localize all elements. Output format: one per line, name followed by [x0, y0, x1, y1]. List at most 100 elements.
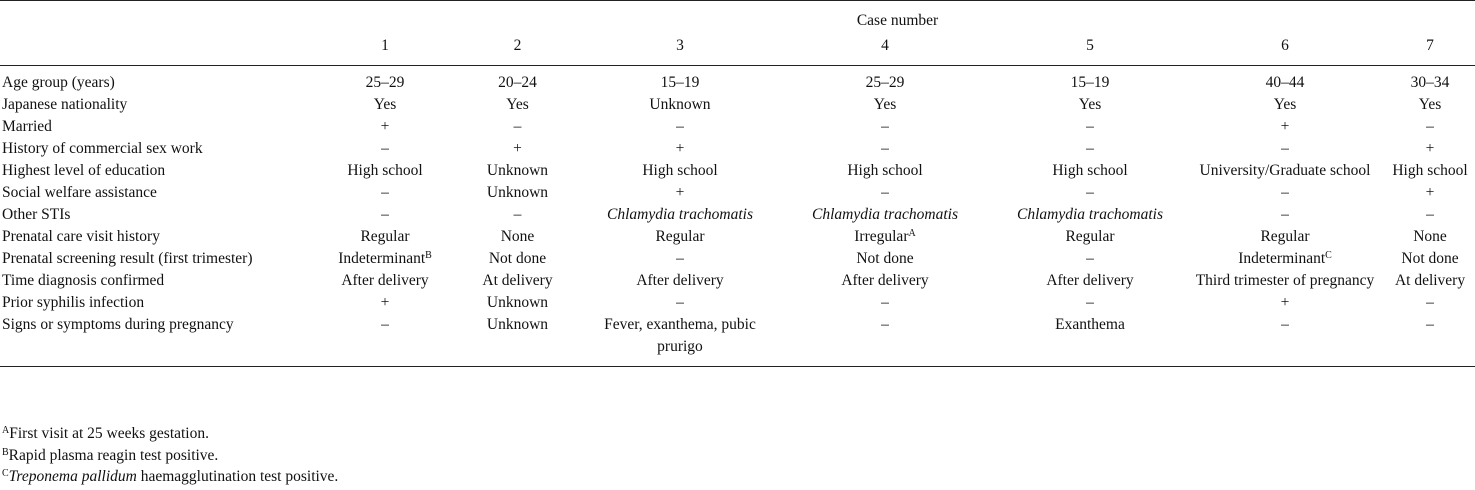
table-cell: –	[1086, 250, 1094, 267]
header-empty-cell	[0, 32, 320, 66]
table-cell: –	[513, 206, 522, 223]
table-cell: Yes	[1418, 96, 1442, 113]
table-cell: Regular	[360, 228, 410, 245]
table-cell: Yes	[1078, 96, 1102, 113]
header-empty-cell	[0, 0, 320, 32]
table-cell: Exanthema	[995, 314, 1185, 367]
table-cell: Not done	[488, 250, 547, 267]
table-cell: –	[381, 206, 389, 223]
table-cell: High school	[347, 162, 423, 179]
table-row: Signs or symptoms during pregnancy – Unk…	[0, 314, 1475, 367]
table-cell: +	[1425, 140, 1435, 157]
table-cell: IndeterminantC	[1185, 248, 1385, 270]
table-cell: –	[881, 184, 889, 201]
table-cell: +	[1280, 294, 1290, 311]
footnote-mark: C	[2, 468, 9, 479]
table-cell: +	[380, 118, 390, 135]
table-cell: Regular	[1065, 228, 1115, 245]
footnote-mark: A	[2, 425, 10, 436]
table-cell: –	[676, 250, 684, 267]
table-cell: After delivery	[841, 272, 929, 289]
table-header: Case number 1 2 3 4 5 6 7	[0, 0, 1475, 66]
case-number-heading: Case number	[320, 0, 1475, 32]
table-cell: Yes	[1273, 96, 1297, 113]
case-3-header: 3	[585, 32, 775, 66]
table-cell: Third trimester of pregnancy	[1195, 272, 1375, 289]
table-cell: After delivery	[636, 272, 724, 289]
cell-text: Indeterminant	[1238, 250, 1326, 267]
row-label: Signs or symptoms during pregnancy	[0, 314, 320, 367]
cell-text: Indeterminant	[338, 250, 426, 267]
table-cell: At delivery	[1394, 272, 1466, 289]
table-cell: Yes	[506, 96, 529, 113]
table-row: Social welfare assistance – Unknown + – …	[0, 182, 1475, 204]
row-label: Japanese nationality	[2, 96, 128, 113]
table-cell: –	[1086, 184, 1094, 201]
footnote-a: AFirst visit at 25 weeks gestation.	[2, 423, 338, 445]
footnote-text: Rapid plasma reagin test positive.	[8, 446, 219, 464]
table-cell: After delivery	[1046, 272, 1134, 289]
row-label: Social welfare assistance	[2, 184, 157, 201]
table-cell: –	[513, 118, 522, 135]
table-cell: –	[881, 140, 889, 157]
table-row: Married + – – – – + –	[0, 116, 1475, 138]
table-cell: –	[676, 294, 684, 311]
table-cell: –	[1281, 184, 1289, 201]
table-cell: After delivery	[341, 272, 429, 289]
row-label: Highest level of education	[2, 162, 166, 179]
case-6-header: 6	[1185, 32, 1385, 66]
table-row: Time diagnosis confirmed After delivery …	[0, 270, 1475, 292]
case-2-header: 2	[450, 32, 585, 66]
table-cell: 30–34	[1410, 74, 1450, 91]
table-cell: Unknown	[649, 96, 711, 113]
table-cell: High school	[642, 162, 718, 179]
table-cell: –	[1281, 140, 1289, 157]
table-cell: 25–29	[865, 74, 905, 91]
table-cell: –	[775, 314, 995, 367]
table-row: Prior syphilis infection + Unknown – – –…	[0, 292, 1475, 314]
table-cell: –	[881, 118, 889, 135]
table-cell: –	[1086, 294, 1094, 311]
table-cell: High school	[1392, 162, 1468, 179]
table-cell: Yes	[873, 96, 897, 113]
table-cell: +	[1280, 118, 1290, 135]
table-cell: –	[881, 294, 889, 311]
footnote-b: BRapid plasma reagin test positive.	[2, 445, 338, 467]
table-cell: –	[1086, 140, 1094, 157]
footnote-mark: B	[2, 446, 9, 458]
table-cell: High school	[847, 162, 923, 179]
table-cell: –	[1426, 294, 1434, 311]
table-cell: Not done	[856, 250, 914, 267]
table-cell: 40–44	[1265, 74, 1305, 91]
table-cell: –	[381, 140, 389, 157]
footnote-italic-text: Treponema pallidum	[8, 468, 137, 485]
table-cell: –	[676, 118, 684, 135]
table-body: Age group (years) 25–29 20–24 15–19 25–2…	[0, 66, 1475, 367]
table-cell: Regular	[1260, 228, 1310, 245]
table-row: Highest level of education High school U…	[0, 160, 1475, 182]
table-cell: University/Graduate school	[1199, 162, 1371, 179]
table-cell: IrregularA	[775, 226, 995, 248]
footnote-mark: C	[1325, 250, 1332, 261]
table-cell: –	[1426, 118, 1434, 135]
table-cell: +	[380, 294, 390, 311]
table-row: Prenatal care visit history Regular None…	[0, 226, 1475, 248]
table-cell: High school	[1052, 162, 1128, 179]
row-label: Time diagnosis confirmed	[2, 272, 165, 289]
table-cell: –	[1086, 118, 1094, 135]
cell-text: Irregular	[854, 228, 909, 245]
table-row: Prenatal screening result (first trimest…	[0, 248, 1475, 270]
table-cell: None	[500, 228, 535, 245]
table-cell: –	[320, 314, 450, 367]
row-label: Prior syphilis infection	[2, 294, 145, 311]
table-cell: Unknown	[450, 314, 585, 367]
table-cell: –	[1281, 206, 1289, 223]
row-label: Prenatal care visit history	[2, 228, 160, 245]
table-cell: 25–29	[365, 74, 405, 91]
footnote-text: haemagglutination test positive.	[136, 468, 339, 485]
case-4-header: 4	[775, 32, 995, 66]
table-cell: Chlamydia trachomatis	[607, 206, 753, 223]
table-cell: Unknown	[486, 162, 549, 179]
table-cell: Not done	[1401, 250, 1459, 267]
